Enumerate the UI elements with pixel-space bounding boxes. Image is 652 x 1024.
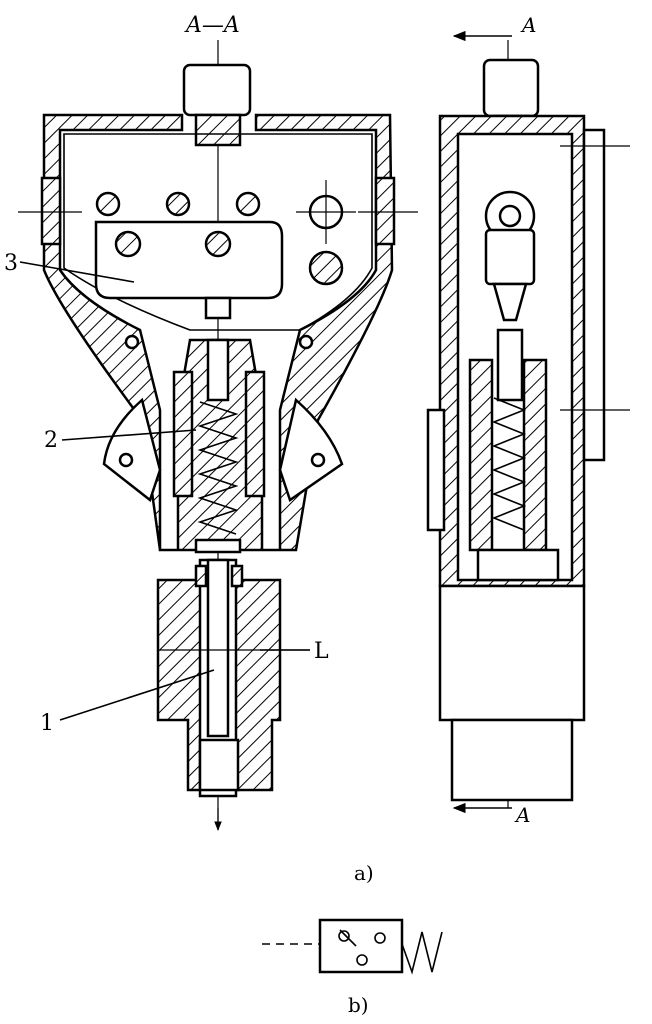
section-label-top: A—A: [184, 13, 240, 38]
right-seat: [476, 548, 560, 582]
r-spring-housing-right: [522, 358, 548, 552]
right-cover: [582, 128, 606, 462]
leader-3: [19, 261, 135, 283]
pin-2: [165, 191, 191, 217]
pin-3: [235, 191, 261, 217]
left-boss: [40, 176, 62, 246]
part-label-2: 2: [44, 428, 58, 453]
symbol-box: [318, 918, 404, 974]
caption-a: a): [354, 861, 374, 885]
pin-5: [204, 230, 232, 258]
wing-left: [102, 397, 162, 503]
side-view-right: [426, 30, 630, 814]
stem-upper: [206, 338, 230, 402]
pin-6: [308, 250, 344, 286]
outlet-fitting: [198, 738, 240, 792]
part-label-1: 1: [40, 711, 54, 736]
right-lower-body: [438, 584, 586, 722]
right-boss: [374, 176, 396, 246]
pin-1: [95, 191, 121, 217]
housing-chamber: [63, 133, 373, 331]
spring-housing-right: [244, 370, 266, 498]
lever-plate: [94, 220, 284, 300]
right-side-flange: [426, 408, 446, 532]
part-label-L: L: [314, 639, 329, 664]
section-mark-top-right: A: [520, 13, 536, 37]
part-label-3: 3: [4, 251, 18, 276]
section-view-left: [18, 40, 418, 831]
top-nut: [182, 63, 252, 117]
wing-right: [278, 397, 344, 502]
right-outlet: [450, 718, 574, 802]
leader-1: [59, 669, 215, 721]
caption-b: b): [348, 993, 369, 1017]
r-spring-housing-left: [468, 358, 494, 552]
symbol-spring: [401, 931, 443, 975]
roller-holder: [484, 228, 536, 286]
spring-seat: [194, 538, 242, 554]
pin-4: [114, 230, 142, 258]
right-top-nut: [482, 58, 540, 118]
plunger-tip: [204, 296, 232, 320]
valve-stem: [206, 558, 230, 738]
top-nut-thread: [194, 113, 242, 147]
right-spring: [491, 397, 527, 531]
section-mark-bottom-right: A: [514, 803, 530, 827]
leader-2: [61, 429, 197, 441]
leader-lines: [19, 261, 310, 721]
spring: [197, 401, 239, 535]
valve-symbol: [262, 918, 443, 975]
spring-housing-left: [172, 370, 194, 498]
roller-tip: [492, 282, 528, 322]
